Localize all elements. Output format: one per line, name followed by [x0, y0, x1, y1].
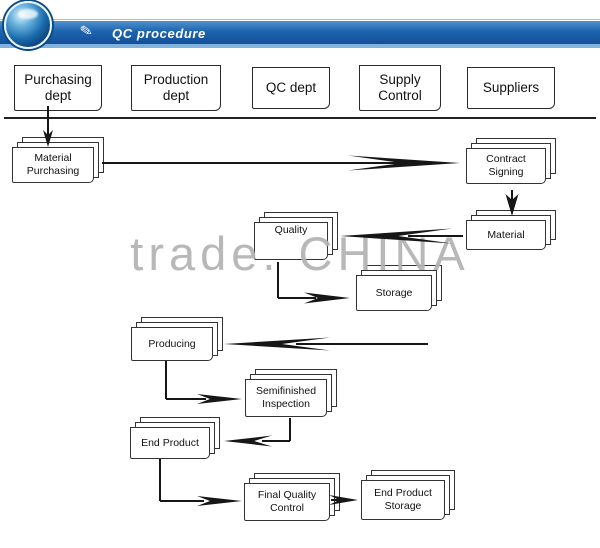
dept-label: Purchasing dept — [24, 72, 92, 103]
node-material: Material — [466, 210, 556, 250]
dept-label: QC dept — [265, 80, 317, 96]
node-contract-signing: Contract Signing — [466, 138, 556, 184]
node-label: End Product — [130, 427, 210, 459]
watermark-text: trade. CHINA — [130, 227, 470, 280]
node-label: Semifinished Inspection — [245, 379, 327, 417]
node-producing: Producing — [131, 317, 223, 361]
node-label: Quality — [254, 222, 328, 260]
node-storage: Storage — [356, 265, 442, 311]
node-end-product-storage: End Product Storage — [361, 470, 455, 520]
node-material-purchasing: Material Purchasing — [12, 137, 104, 183]
dept-suppliers: Suppliers — [467, 67, 555, 109]
node-label: Producing — [131, 327, 213, 361]
node-final-quality-control: Final Quality Control — [244, 473, 340, 521]
header-bar — [0, 21, 600, 44]
node-label: Storage — [356, 275, 432, 311]
node-label: Contract Signing — [466, 148, 546, 184]
page-title: QC procedure — [112, 26, 206, 41]
node-label: End Product Storage — [361, 480, 445, 520]
dept-purchasing: Purchasing dept — [14, 65, 102, 111]
node-label: Material Purchasing — [12, 147, 94, 183]
node-semifinished-inspection: Semifinished Inspection — [245, 369, 337, 417]
dept-label: Suppliers — [482, 80, 540, 96]
lane-separator-line — [4, 117, 596, 119]
pen-icon: ✎ — [78, 22, 94, 41]
node-quality: Quality — [254, 212, 338, 260]
logo-sphere-icon — [4, 1, 52, 49]
dept-production: Production dept — [131, 65, 221, 111]
header-top-divider — [0, 19, 600, 20]
logo-gloss — [18, 9, 38, 19]
node-label: Final Quality Control — [244, 483, 330, 521]
node-label: Material — [466, 220, 546, 250]
dept-supply-control: Supply Control — [359, 65, 441, 111]
header-accent-strip — [0, 44, 600, 48]
dept-label: Supply Control — [378, 72, 422, 103]
dept-qc: QC dept — [252, 67, 330, 109]
node-end-product: End Product — [130, 417, 220, 459]
dept-label: Production dept — [143, 72, 209, 103]
